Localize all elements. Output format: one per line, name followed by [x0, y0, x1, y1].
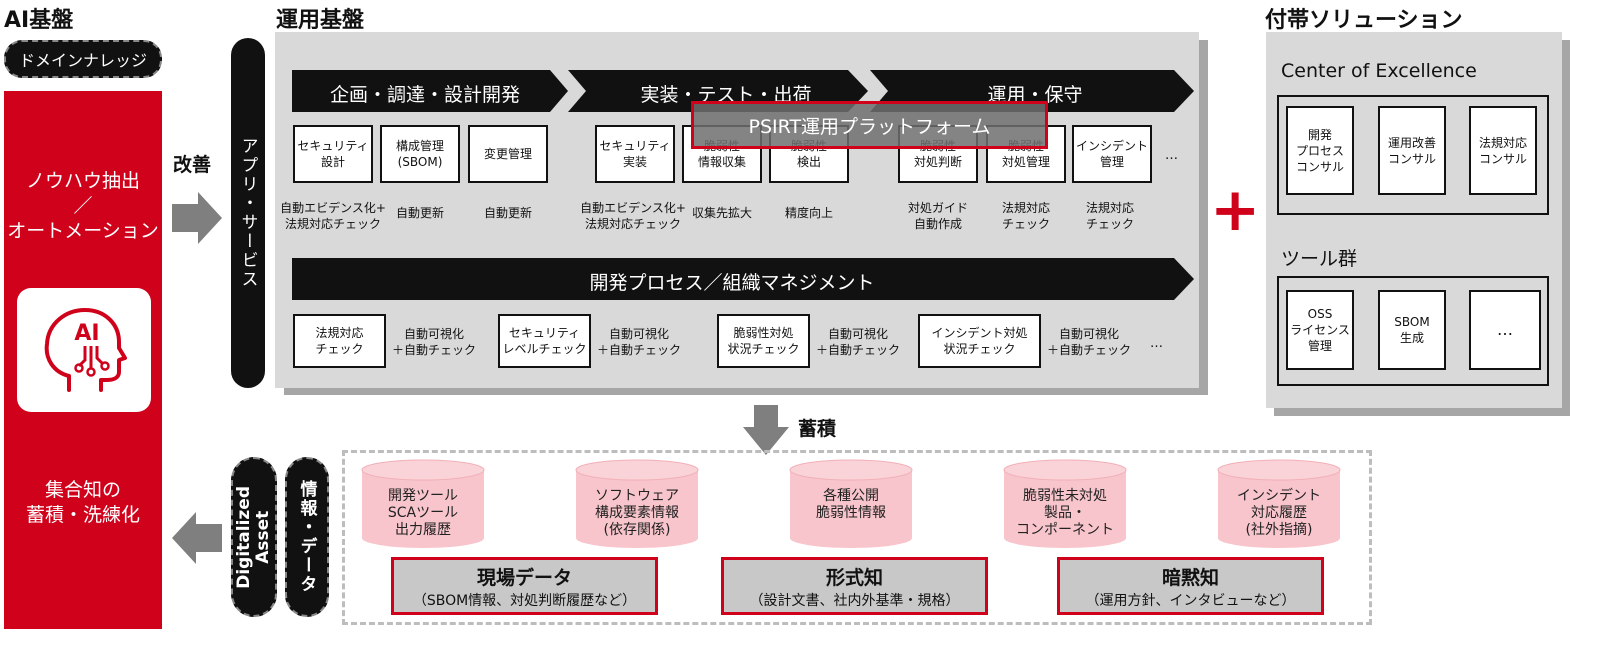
category-tacit-knowledge: 暗黙知 （運用方針、インタビューなど） — [1057, 557, 1324, 615]
function-note: 法規対応 チェック — [1001, 201, 1050, 231]
improve-label: 改善 — [173, 154, 212, 176]
function-box-incident-management: インシデント 管理 — [1072, 125, 1152, 183]
solutions-title: 付帯ソリューション — [1265, 8, 1463, 33]
info-data-label: 情報・データ — [296, 480, 317, 594]
phase-label-1: 企画・調達・設計開発 — [329, 84, 520, 106]
cylinder-public-vuln — [789, 459, 913, 548]
automation-label: オートメーション — [7, 220, 159, 242]
category-title: 暗黙知 — [1161, 566, 1219, 589]
category-field-data: 現場データ （SBOM情報、対処判断履歴など） — [391, 557, 658, 615]
psirt-platform-label: PSIRT運用プラットフォーム — [748, 115, 991, 138]
tools-title: ツール群 — [1281, 248, 1358, 270]
psirt-platform-box: PSIRT運用プラットフォーム — [691, 101, 1048, 149]
cylinder-dev-tools — [361, 459, 485, 548]
data-cylinders — [361, 459, 1341, 548]
coe-frame — [1277, 95, 1549, 215]
tool-item-oss-license: OSS ライセンス 管理 — [1286, 290, 1354, 370]
ops-base-title: 運用基盤 — [276, 8, 365, 33]
improve-arrow-icon — [172, 192, 222, 244]
category-sub: （設計文書、社内外基準・規格） — [749, 592, 960, 609]
app-service-label: アプリ・サービス — [237, 137, 258, 289]
check-ellipsis: … — [1150, 336, 1163, 351]
category-sub: （SBOM情報、対処判断履歴など） — [412, 592, 637, 609]
domain-knowledge-pill: ドメインナレッジ — [4, 40, 162, 78]
function-note: 自動更新 — [395, 206, 444, 220]
digitalized-asset-label: Digitalized Asset — [234, 485, 273, 589]
check-box-security-level: セキュリティ レベルチェック — [498, 314, 591, 368]
category-title: 現場データ — [476, 566, 572, 589]
function-ellipsis: … — [1165, 148, 1178, 163]
cylinder-label: 脆弱性未対処 製品・ コンポーネント — [1016, 488, 1114, 538]
function-note: 自動更新 — [483, 206, 532, 220]
function-note: 自動エビデンス化+ 法規対応チェック — [280, 201, 386, 231]
cylinder-label: 開発ツール SCAツール 出力履歴 — [387, 488, 459, 538]
domain-knowledge-label: ドメインナレッジ — [18, 51, 147, 70]
ai-base-panel: ノウハウ抽出 ／ オートメーション AI 集合知の 蓄積・洗練化 — [4, 91, 162, 629]
function-box-security-implementation: セキュリティ 実装 — [595, 125, 675, 183]
plus-icon: + — [1210, 175, 1261, 245]
tool-item-sbom: SBOM 生成 — [1378, 290, 1446, 370]
accumulate-arrow-icon — [743, 405, 789, 455]
ai-head-icon: AI — [17, 288, 151, 412]
coe-item-compliance: 法規対応 コンサル — [1469, 106, 1537, 195]
function-box-security-design: セキュリティ 設計 — [293, 125, 373, 183]
cylinder-software-components — [575, 459, 699, 548]
process-banner-label: 開発プロセス／組織マネジメント — [589, 272, 875, 294]
check-note: 自動可視化 ＋自動チェック — [391, 327, 476, 357]
check-box-vuln-status: 脆弱性対処 状況チェック — [717, 314, 810, 368]
function-note: 対処ガイド 自動作成 — [907, 201, 968, 231]
function-note: 自動エビデンス化+ 法規対応チェック — [580, 201, 686, 231]
function-note: 法規対応 チェック — [1085, 201, 1134, 231]
collect-back-arrow-icon — [172, 512, 222, 564]
check-box-incident-status: インシデント対処 状況チェック — [918, 314, 1041, 368]
cylinder-label: 各種公開 脆弱性情報 — [816, 488, 886, 521]
cylinder-label: インシデント 対応履歴 (社外指摘) — [1237, 488, 1321, 538]
category-title: 形式知 — [825, 566, 883, 589]
ai-base-title: AI基盤 — [4, 8, 74, 33]
tool-item-more: … — [1469, 290, 1541, 370]
knowhow-text: ノウハウ抽出 ／ オートメーション — [4, 169, 162, 244]
accumulate-label: 蓄積 — [798, 418, 837, 440]
coe-item-process: 開発 プロセス コンサル — [1286, 106, 1354, 195]
coe-item-operation: 運用改善 コンサル — [1378, 106, 1446, 195]
check-note: 自動可視化 ＋自動チェック — [596, 327, 681, 357]
function-box-change-management: 変更管理 — [468, 125, 548, 183]
category-explicit-knowledge: 形式知 （設計文書、社内外基準・規格） — [721, 557, 988, 615]
cylinder-incident-history — [1217, 459, 1341, 548]
cylinder-unhandled-vuln — [1003, 459, 1127, 548]
function-note: 精度向上 — [784, 206, 833, 220]
phase-label-3: 運用・保守 — [987, 84, 1083, 106]
function-note: 収集先拡大 — [691, 206, 752, 220]
cylinder-label: ソフトウェア 構成要素情報 (依存関係) — [595, 488, 679, 538]
phase-chevron-1 — [292, 70, 568, 112]
ai-badge-text: AI — [74, 321, 99, 346]
collective-text: 集合知の 蓄積・洗練化 — [4, 478, 162, 528]
collective-label-1: 集合知の — [44, 479, 121, 501]
data-area-frame — [342, 450, 1372, 625]
check-note: 自動可視化 ＋自動チェック — [1046, 327, 1131, 357]
check-note: 自動可視化 ＋自動チェック — [815, 327, 900, 357]
check-box-compliance: 法規対応 チェック — [293, 314, 386, 368]
phase-label-2: 実装・テスト・出荷 — [640, 84, 812, 106]
slash-label: ／ — [73, 195, 93, 217]
function-box-config-management: 構成管理 (SBOM) — [380, 125, 460, 183]
info-data-pill: 情報・データ — [285, 457, 329, 617]
knowhow-label: ノウハウ抽出 — [25, 170, 140, 192]
digitalized-asset-pill: Digitalized Asset — [231, 457, 277, 617]
coe-title: Center of Excellence — [1281, 60, 1477, 82]
app-service-pill: アプリ・サービス — [231, 38, 265, 388]
process-banner-arrow — [292, 258, 1194, 300]
collective-label-2: 蓄積・洗練化 — [25, 504, 140, 526]
category-sub: （運用方針、インタビューなど） — [1085, 592, 1296, 609]
tools-frame — [1277, 276, 1549, 386]
